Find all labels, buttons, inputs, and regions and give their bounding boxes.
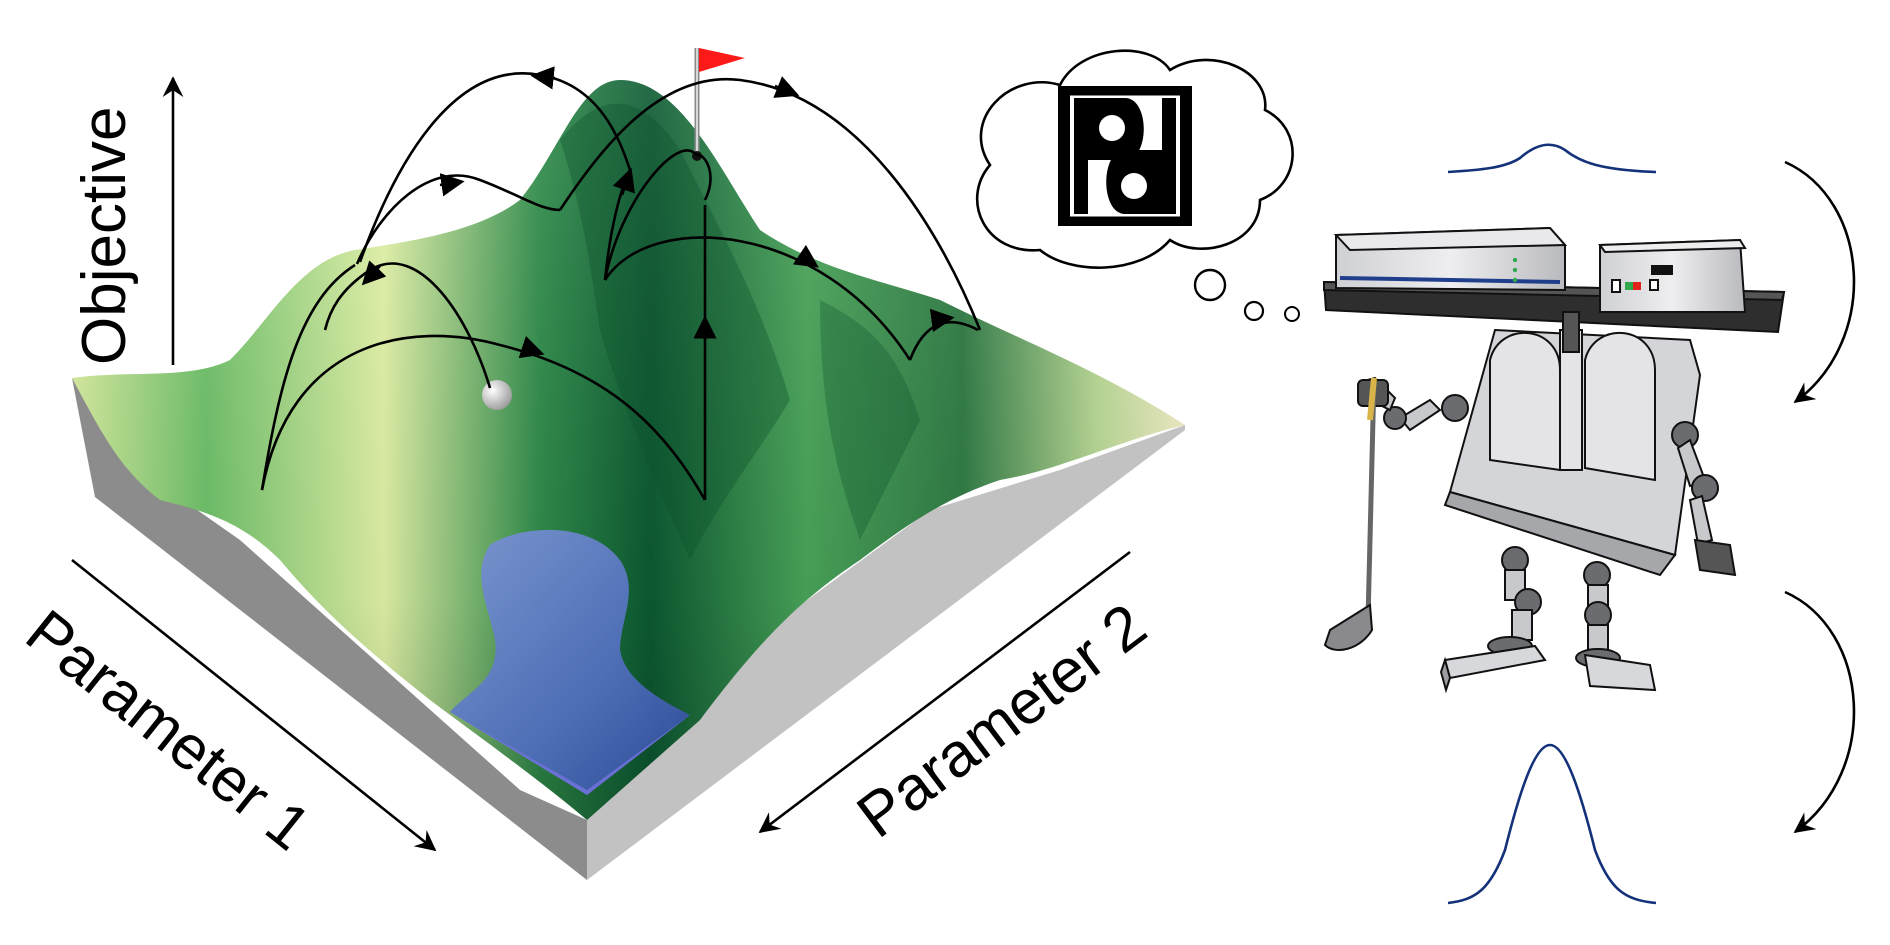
golf-ball-icon	[482, 380, 512, 410]
block-right-face	[587, 425, 1185, 880]
lab-logo-icon	[1058, 86, 1192, 226]
trajectory-arc-10	[695, 153, 712, 201]
initial-distribution-curve	[1447, 143, 1657, 174]
robot-golfer-icon	[1322, 226, 1786, 694]
block-left-face	[72, 378, 587, 880]
trajectory-arc-11	[603, 236, 912, 361]
objective-axis-label: Objective	[70, 107, 139, 365]
trajectory-arc-8	[603, 149, 699, 281]
curved-arrow-icon	[1784, 160, 1856, 834]
trajectory-arc-3	[260, 263, 356, 491]
lake	[450, 529, 690, 795]
optimized-distribution-curve	[1447, 743, 1657, 905]
optimization-trajectories	[260, 66, 982, 501]
landscape-block	[72, 80, 1185, 880]
trajectory-arc-4	[355, 174, 561, 265]
trajectory-arc-2	[260, 334, 707, 501]
trajectory-arc-6	[558, 77, 982, 331]
objective-axis: Objective	[70, 76, 184, 365]
trajectory-arc-5	[358, 72, 632, 263]
